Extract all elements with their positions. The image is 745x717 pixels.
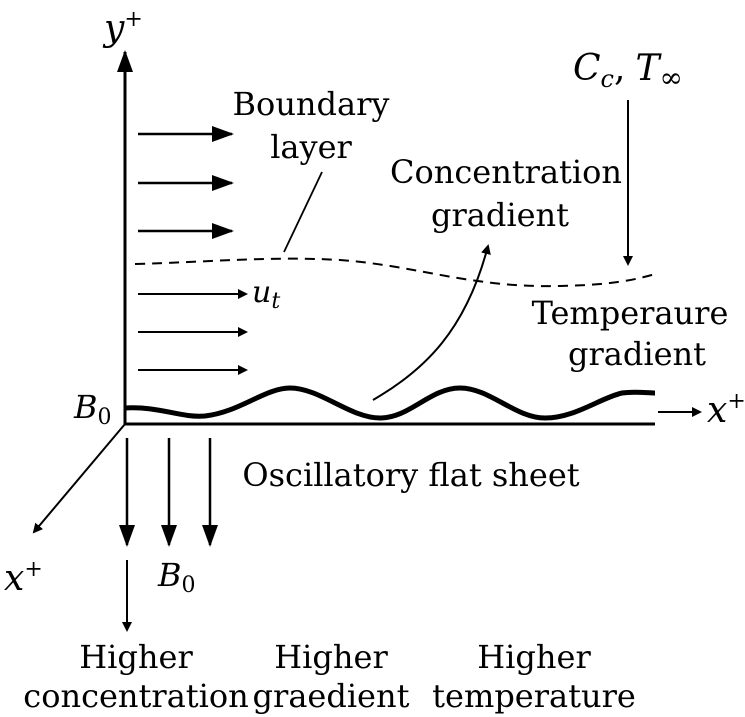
concentration-gradient-label: Concentration [390, 153, 622, 191]
higher-temperature-label-line2: temperature [432, 677, 636, 715]
y-axis-label: y+ [102, 7, 143, 49]
temperature-gradient-label-line2: gradient [568, 335, 706, 373]
sheet-label: Oscillatory flat sheet [242, 456, 579, 494]
higher-concentration-label-line2: concentration [23, 677, 248, 715]
velocity-arrows-upper [138, 126, 234, 239]
boundary-layer-leader [283, 171, 323, 253]
x-oblique-axis [32, 423, 126, 534]
higher-gradient-label: Higher [274, 638, 388, 676]
oscillatory-sheet-wave [124, 385, 656, 421]
higher-temperature-label: Higher [477, 638, 591, 676]
magnetic-field-label-bottom: B0 [157, 556, 196, 598]
boundary-layer-curve [134, 257, 656, 288]
velocity-arrows-lower [138, 289, 248, 375]
x-axis-label: x+ [707, 389, 745, 431]
higher-concentration-label: Higher [79, 638, 193, 676]
concentration-gradient-label-line2: gradient [431, 196, 569, 234]
boundary-layer-label-line2: layer [270, 128, 352, 166]
x-oblique-axis-label: x+ [4, 557, 43, 599]
velocity-label: ut [252, 275, 280, 314]
boundary-layer-label: Boundary [233, 85, 390, 123]
magnetic-field-arrows [119, 438, 218, 632]
higher-gradient-label-line2: graedient [253, 677, 410, 715]
temperature-gradient-label: Temperaure [532, 294, 729, 332]
magnetic-field-label-left: B0 [73, 388, 112, 430]
free-stream-label: Cc,T∞ [573, 48, 683, 94]
concentration-gradient-arrow [372, 244, 491, 401]
